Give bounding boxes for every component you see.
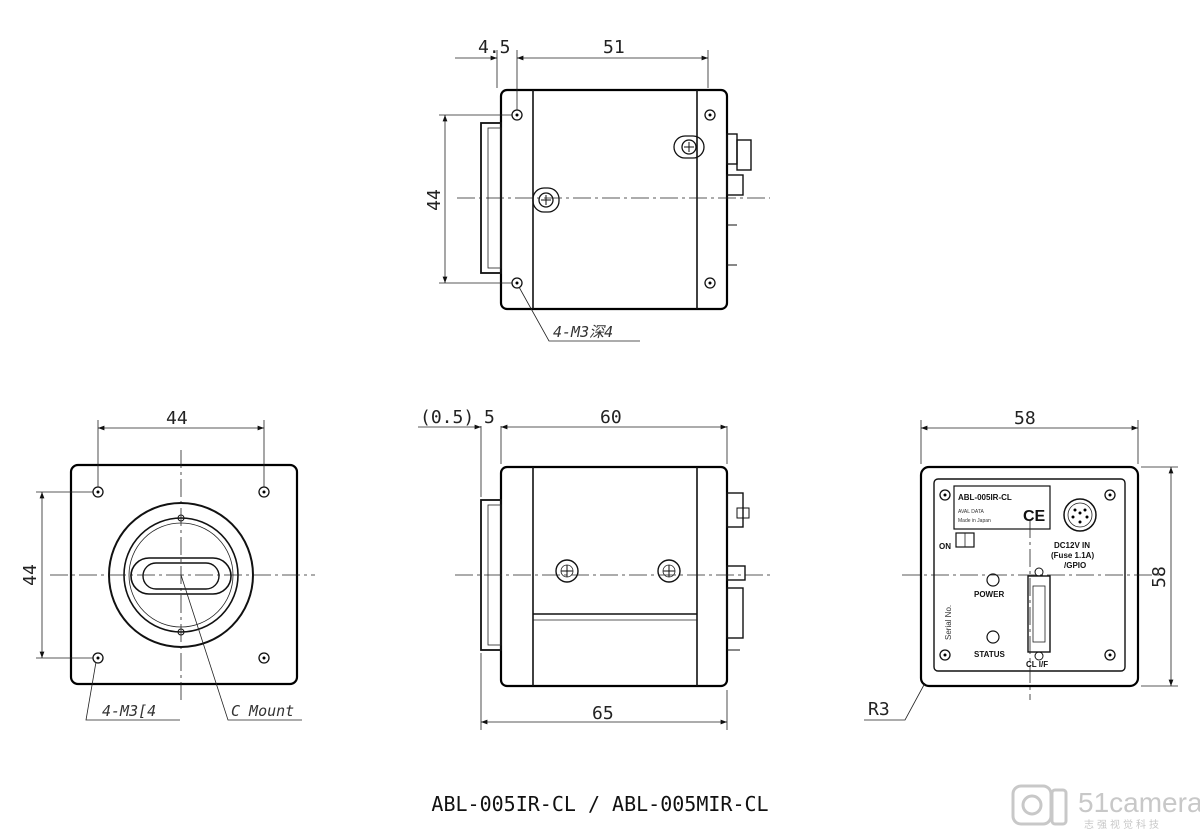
status-led-label: STATUS	[974, 650, 1005, 659]
ce-mark: CE	[1023, 508, 1046, 525]
mount-hole-icon	[92, 652, 104, 664]
watermark: 51camera 志强视觉科技	[1011, 784, 1200, 831]
rear-view: ABL-005IR-CL AVAL DATA Made in Japan CE …	[864, 408, 1178, 721]
power-led-label: POWER	[974, 590, 1004, 599]
screw-icon	[555, 559, 579, 583]
status-led-icon	[986, 630, 1000, 644]
callout-thread: 4-M3深4	[553, 323, 613, 341]
dim-rear-height: 58	[1149, 566, 1170, 588]
mount-hole-icon	[1104, 489, 1116, 501]
dim-corner-radius: R3	[868, 699, 890, 720]
on-label: ON	[939, 542, 951, 551]
top-view: 4.5 51 44 4-M3深4	[424, 37, 770, 342]
model-label: ABL-005IR-CL	[958, 493, 1012, 502]
watermark-brand: 51camera	[1078, 787, 1200, 818]
cl-label: CL I/F	[1026, 660, 1048, 669]
mount-hole-icon	[704, 277, 716, 289]
mount-hole-icon	[939, 489, 951, 501]
nameplate	[953, 485, 1051, 530]
dim-hole-spacing: 44	[424, 189, 445, 211]
camera-link-connector	[1027, 575, 1051, 653]
mount-hole-icon	[939, 649, 951, 661]
mount-hole-icon	[704, 109, 716, 121]
side-view: (0.5) 5 60 65	[418, 407, 770, 730]
drawing-caption: ABL-005IR-CL / ABL-005MIR-CL	[431, 792, 768, 816]
gpio-label: /GPIO	[1064, 561, 1086, 570]
sensor-window	[130, 557, 232, 595]
mount-hole-icon	[511, 277, 523, 289]
mount-hole-icon	[1104, 649, 1116, 661]
watermark-tagline: 志强视觉科技	[1084, 818, 1162, 831]
dim-front-width: 44	[166, 408, 188, 429]
dim-front-height: 44	[20, 564, 41, 586]
mount-hole-icon	[92, 486, 104, 498]
callout-c-mount: C Mount	[231, 702, 294, 720]
brand-logo-icon	[1011, 784, 1068, 826]
mount-hole-icon	[258, 652, 270, 664]
power-connector-icon	[1063, 498, 1097, 532]
screw-icon	[532, 187, 560, 213]
mount-hole-icon	[511, 109, 523, 121]
front-view-body	[69, 463, 299, 686]
dim-flange-depth: 4.5	[478, 37, 511, 58]
fuse-label: (Fuse 1.1A)	[1051, 551, 1094, 560]
dim-rear-width: 58	[1014, 408, 1036, 429]
serial-label: Serial No.	[944, 605, 953, 640]
power-in-label: DC12V IN	[1054, 541, 1090, 550]
side-view-body	[499, 465, 729, 688]
mount-hole-icon	[258, 486, 270, 498]
dim-body-length: 51	[603, 37, 625, 58]
front-view: 44 44 4-M3[4 C Mount	[20, 408, 315, 721]
dim-offset: (0.5)	[420, 407, 474, 428]
screw-icon	[673, 135, 705, 159]
power-led-icon	[986, 573, 1000, 587]
dim-side-flange: 5	[484, 407, 495, 428]
origin-label: Made in Japan	[958, 518, 991, 524]
screw-icon	[657, 559, 681, 583]
dim-side-total: 65	[592, 703, 614, 724]
dim-side-body: 60	[600, 407, 622, 428]
callout-holes: 4-M3[4	[102, 702, 156, 720]
maker-label: AVAL DATA	[958, 509, 985, 515]
rear-view-body	[919, 465, 1140, 688]
top-view-body	[499, 88, 729, 311]
